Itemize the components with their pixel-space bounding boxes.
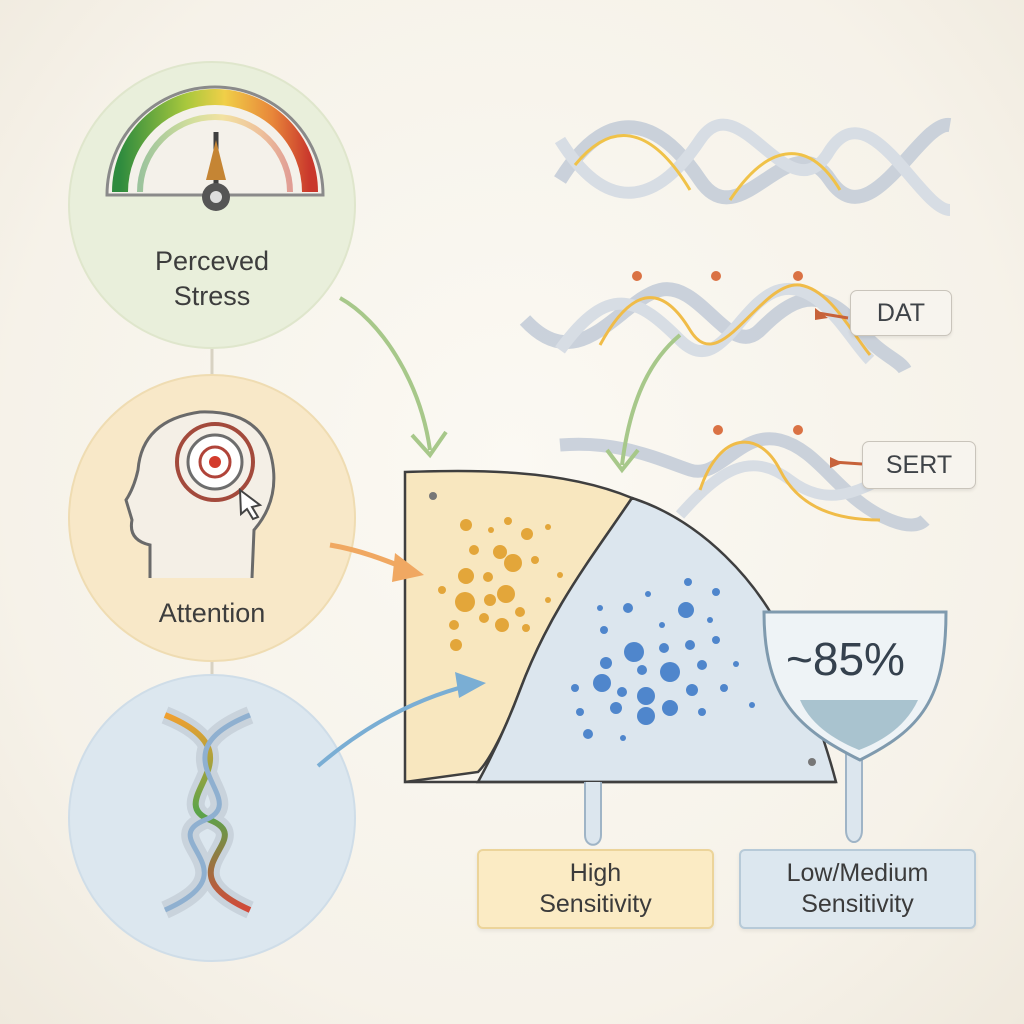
low-box-line1: Low/Medium (786, 859, 929, 887)
head-target-icon (124, 410, 276, 579)
high-box-line1: High (569, 859, 622, 887)
low-sensitivity-dots (571, 578, 755, 741)
stress-label-line1: Perceved (154, 246, 270, 276)
dna-strand-top (554, 118, 952, 216)
low-sensitivity-box: Low/Medium Sensitivity (739, 849, 976, 929)
arrow-dna-to-panel (605, 333, 682, 474)
dna-icon (161, 706, 254, 919)
gauge-icon (105, 85, 325, 211)
dat-pointer (817, 311, 849, 320)
percent-shield (762, 610, 948, 762)
genetics-node (68, 674, 356, 962)
attention-node (68, 374, 356, 662)
distribution-panel (403, 469, 838, 784)
stress-label: Perceved Stress (92, 244, 332, 314)
attention-label: Attention (158, 598, 266, 628)
dat-tag: DAT (850, 290, 952, 336)
high-sensitivity-dots (438, 517, 563, 651)
high-box-line2: Sensitivity (539, 890, 652, 918)
high-box-pointer (584, 782, 602, 846)
low-box-line2: Sensitivity (801, 890, 914, 918)
sert-tag: SERT (862, 441, 976, 489)
low-box-pointer (845, 745, 863, 843)
arrow-stress-to-panel (339, 296, 448, 459)
stress-node (68, 61, 356, 349)
arrow-attention-to-panel (329, 542, 424, 582)
arrow-genetics-to-panel (316, 672, 486, 768)
stress-label-line2: Stress (173, 281, 251, 311)
high-sensitivity-box: High Sensitivity (477, 849, 714, 929)
dna-strand-dat (519, 271, 912, 375)
percent-value: ~85% (786, 633, 905, 685)
